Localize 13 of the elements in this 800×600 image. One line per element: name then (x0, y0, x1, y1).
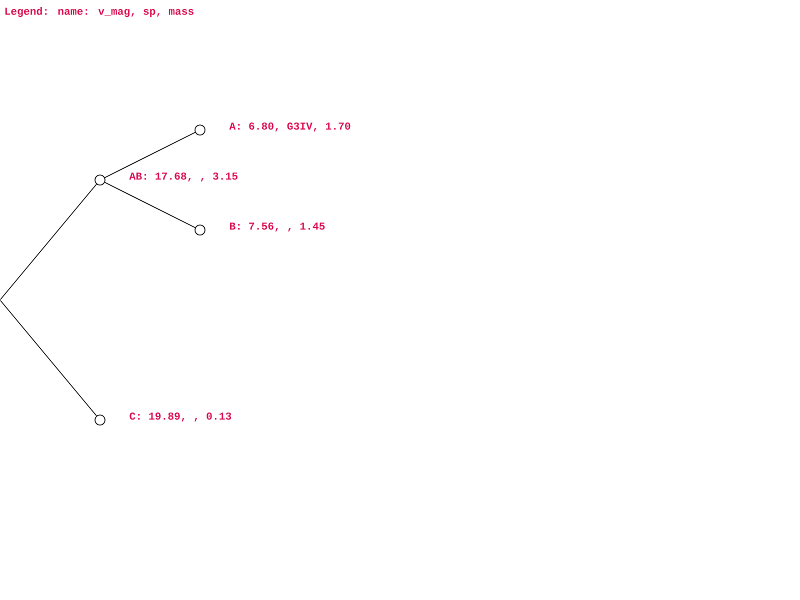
node-circle (194, 124, 206, 136)
node-label: A: 6.80, G3IV, 1.70 (229, 122, 350, 132)
tree-branch (0, 300, 97, 416)
node-circle (94, 174, 106, 186)
tree-branch (104, 132, 196, 178)
node-label: AB: 17.68, , 3.15 (129, 172, 238, 182)
tree-branch (104, 182, 196, 228)
node-label: B: 7.56, , 1.45 (230, 222, 325, 232)
node-circle (194, 224, 206, 236)
tree-branch (0, 184, 97, 300)
node-label: C: 19.89, , 0.13 (130, 412, 232, 422)
legend-text: Legend: name: v_mag, sp, mass (5, 7, 194, 17)
node-circle (94, 414, 106, 426)
